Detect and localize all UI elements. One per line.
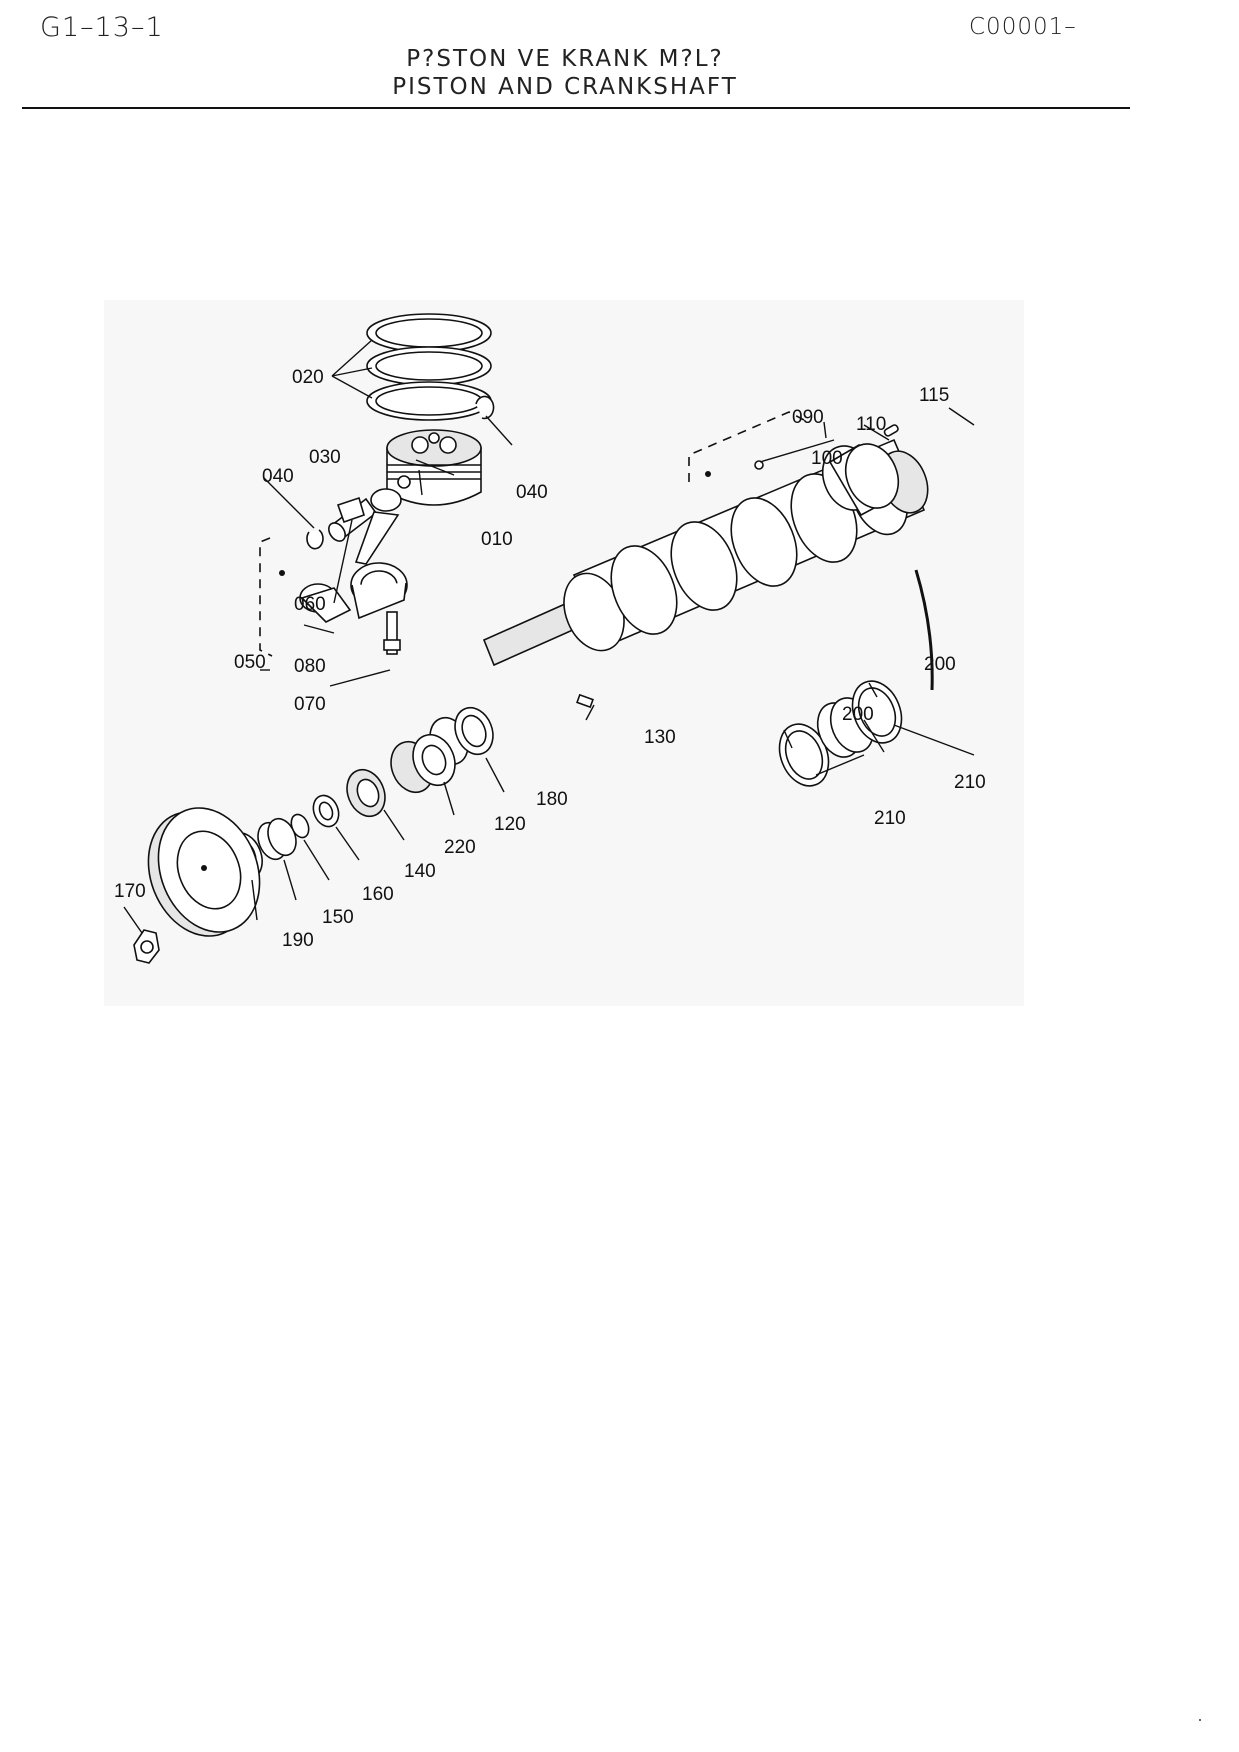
callout-090: 090 (792, 407, 824, 428)
circlip-right (475, 395, 495, 420)
thrust-washer-right (851, 680, 903, 744)
callout-160: 160 (362, 884, 394, 905)
callout-180: 180 (536, 789, 568, 810)
callout-170: 170 (114, 881, 146, 902)
circlip-left (306, 529, 324, 550)
gear-220 (346, 768, 386, 818)
piston-rings (366, 313, 492, 421)
callout-070: 070 (294, 694, 326, 715)
crankshaft-bracket (688, 411, 805, 482)
callout-140: 140 (404, 861, 436, 882)
callout-200-left: 200 (842, 704, 874, 725)
washer-140 (312, 794, 340, 828)
title-english: PISTON AND CRANKSHAFT (392, 74, 738, 100)
callout-080: 080 (294, 656, 326, 677)
rod-assembly-dot (279, 570, 285, 576)
callout-040-left: 040 (262, 466, 294, 487)
piston (386, 429, 482, 506)
callout-120: 120 (494, 814, 526, 835)
callout-100: 100 (811, 448, 843, 469)
connecting-rod-bearing (299, 583, 352, 623)
key-130 (576, 693, 594, 709)
small-end-bushing (336, 496, 365, 524)
plug-100 (754, 460, 764, 470)
callout-220: 220 (444, 837, 476, 858)
callout-210-left: 210 (874, 808, 906, 829)
callout-060: 060 (294, 594, 326, 615)
callout-200-right: 200 (924, 654, 956, 675)
leader-lines (123, 407, 975, 934)
connecting-rod (350, 488, 408, 620)
catalog-code: C00001– (969, 14, 1077, 40)
crankshaft-pulley (147, 807, 261, 937)
callout-020: 020 (292, 367, 324, 388)
title-turkish: P?STON VE KRANK M?L? (406, 46, 724, 72)
callout-190: 190 (282, 930, 314, 951)
collar-150 (257, 817, 297, 861)
crankshaft-dot (705, 471, 711, 477)
rod-assembly-bracket (259, 537, 273, 657)
rod-bolt (383, 611, 401, 655)
page-code: G1–13–1 (40, 12, 164, 43)
callout-110: 110 (856, 414, 886, 435)
scan-speck (1199, 1719, 1201, 1721)
callout-130: 130 (644, 727, 676, 748)
callout-115: 115 (919, 385, 949, 406)
thrust-washer-left (778, 723, 830, 787)
callout-150: 150 (322, 907, 354, 928)
parts-drawing: 020 010 030 040 040 060 050 080 070 090 … (114, 313, 986, 964)
callout-040-right: 040 (516, 482, 548, 503)
callout-050: 050 (234, 652, 266, 673)
callout-030: 030 (309, 447, 341, 468)
gear-120 (390, 733, 456, 794)
bearing-assembly-arrow (914, 569, 934, 691)
header-rule (22, 107, 1130, 109)
exploded-parts-diagram: 020 010 030 040 040 060 050 080 070 090 … (104, 300, 1024, 1006)
pin-115 (883, 424, 899, 437)
nut-170 (133, 929, 160, 964)
callout-010: 010 (481, 529, 513, 550)
callout-210-right: 210 (954, 772, 986, 793)
crankshaft-bearing-110 (821, 443, 900, 517)
